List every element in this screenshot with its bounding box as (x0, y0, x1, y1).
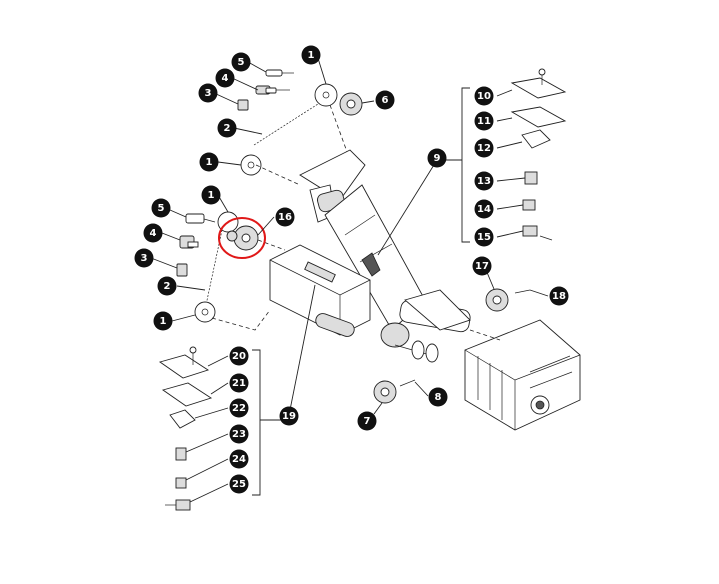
sprocket-upper-lower (240, 154, 262, 176)
callout-1: 1 (201, 185, 221, 205)
roller (315, 313, 355, 337)
callout-label: 3 (205, 88, 212, 99)
callout-label: 4 (222, 73, 229, 84)
callout-5: 5 (151, 198, 171, 218)
callout-3: 3 (134, 248, 154, 268)
lower-chain-drive (176, 211, 286, 331)
highlight-circle (218, 217, 266, 259)
callout-label: 10 (477, 91, 491, 102)
sprocket-top (314, 83, 338, 107)
callout-24: 24 (229, 449, 249, 469)
callout-label: 1 (206, 157, 213, 168)
callout-label: 19 (282, 411, 296, 422)
hardware-stack-right (510, 68, 567, 241)
callout-label: 11 (477, 116, 491, 127)
callout-label: 3 (141, 253, 148, 264)
callout-17: 17 (472, 256, 492, 276)
callout-label: 25 (232, 479, 246, 490)
callout-15: 15 (474, 227, 494, 247)
callout-label: 2 (164, 281, 171, 292)
callout-10: 10 (474, 86, 494, 106)
callout-label: 18 (552, 291, 566, 302)
callout-23: 23 (229, 424, 249, 444)
bracket-lower (252, 349, 261, 496)
chain-lower (205, 229, 223, 306)
callout-label: 20 (232, 351, 246, 362)
callout-label: 14 (477, 204, 491, 215)
callout-label: 17 (475, 261, 489, 272)
sprocket-16 (226, 225, 259, 251)
bracket-right (461, 87, 470, 243)
callout-2: 2 (217, 118, 237, 138)
callout-label: 23 (232, 429, 246, 440)
callout-5: 5 (231, 52, 251, 72)
callout-label: 13 (477, 176, 491, 187)
callout-1: 1 (153, 311, 173, 331)
callout-2: 2 (157, 276, 177, 296)
callout-12: 12 (474, 138, 494, 158)
callout-label: 15 (477, 232, 491, 243)
callout-label: 1 (160, 316, 167, 327)
callout-label: 9 (434, 153, 441, 164)
callout-13: 13 (474, 171, 494, 191)
sprocket-left-bottom (194, 301, 216, 323)
pin-18 (514, 289, 531, 294)
sprocket-7 (373, 380, 397, 404)
pin-8 (399, 379, 416, 387)
callout-label: 4 (150, 228, 157, 239)
callout-label: 24 (232, 454, 246, 465)
callout-label: 5 (238, 57, 245, 68)
callout-8: 8 (428, 387, 448, 407)
callout-label: 16 (278, 212, 292, 223)
callout-label: 1 (208, 190, 215, 201)
callout-4: 4 (143, 223, 163, 243)
callout-label: 5 (158, 203, 165, 214)
callout-18: 18 (549, 286, 569, 306)
callout-21: 21 (229, 373, 249, 393)
callout-14: 14 (474, 199, 494, 219)
sprocket-6 (339, 92, 363, 116)
left-housing (269, 244, 371, 336)
callout-6: 6 (375, 90, 395, 110)
callout-label: 6 (382, 95, 389, 106)
callout-label: 7 (364, 416, 371, 427)
leader-lines (150, 54, 549, 503)
callout-4: 4 (215, 68, 235, 88)
sprocket-17 (485, 288, 509, 312)
chain-links-upper (237, 69, 294, 111)
callout-7: 7 (357, 411, 377, 431)
callout-19: 19 (279, 406, 299, 426)
callout-16: 16 (275, 207, 295, 227)
callout-3: 3 (198, 83, 218, 103)
callout-20: 20 (229, 346, 249, 366)
callout-1: 1 (301, 45, 321, 65)
cage-assembly (464, 319, 581, 431)
callout-22: 22 (229, 398, 249, 418)
callout-1: 1 (199, 152, 219, 172)
callout-layer: 1543621151643219101112131415171819202122… (134, 45, 569, 494)
callout-label: 21 (232, 378, 246, 389)
callout-label: 8 (435, 392, 442, 403)
conveyor-frame (269, 149, 471, 363)
callout-25: 25 (229, 474, 249, 494)
hardware-stack-lower (158, 346, 213, 511)
callout-label: 12 (477, 143, 491, 154)
callout-9: 9 (427, 148, 447, 168)
callout-label: 1 (308, 50, 315, 61)
callout-11: 11 (474, 111, 494, 131)
callout-label: 22 (232, 403, 246, 414)
chain-upper (253, 103, 319, 146)
callout-label: 2 (224, 123, 231, 134)
